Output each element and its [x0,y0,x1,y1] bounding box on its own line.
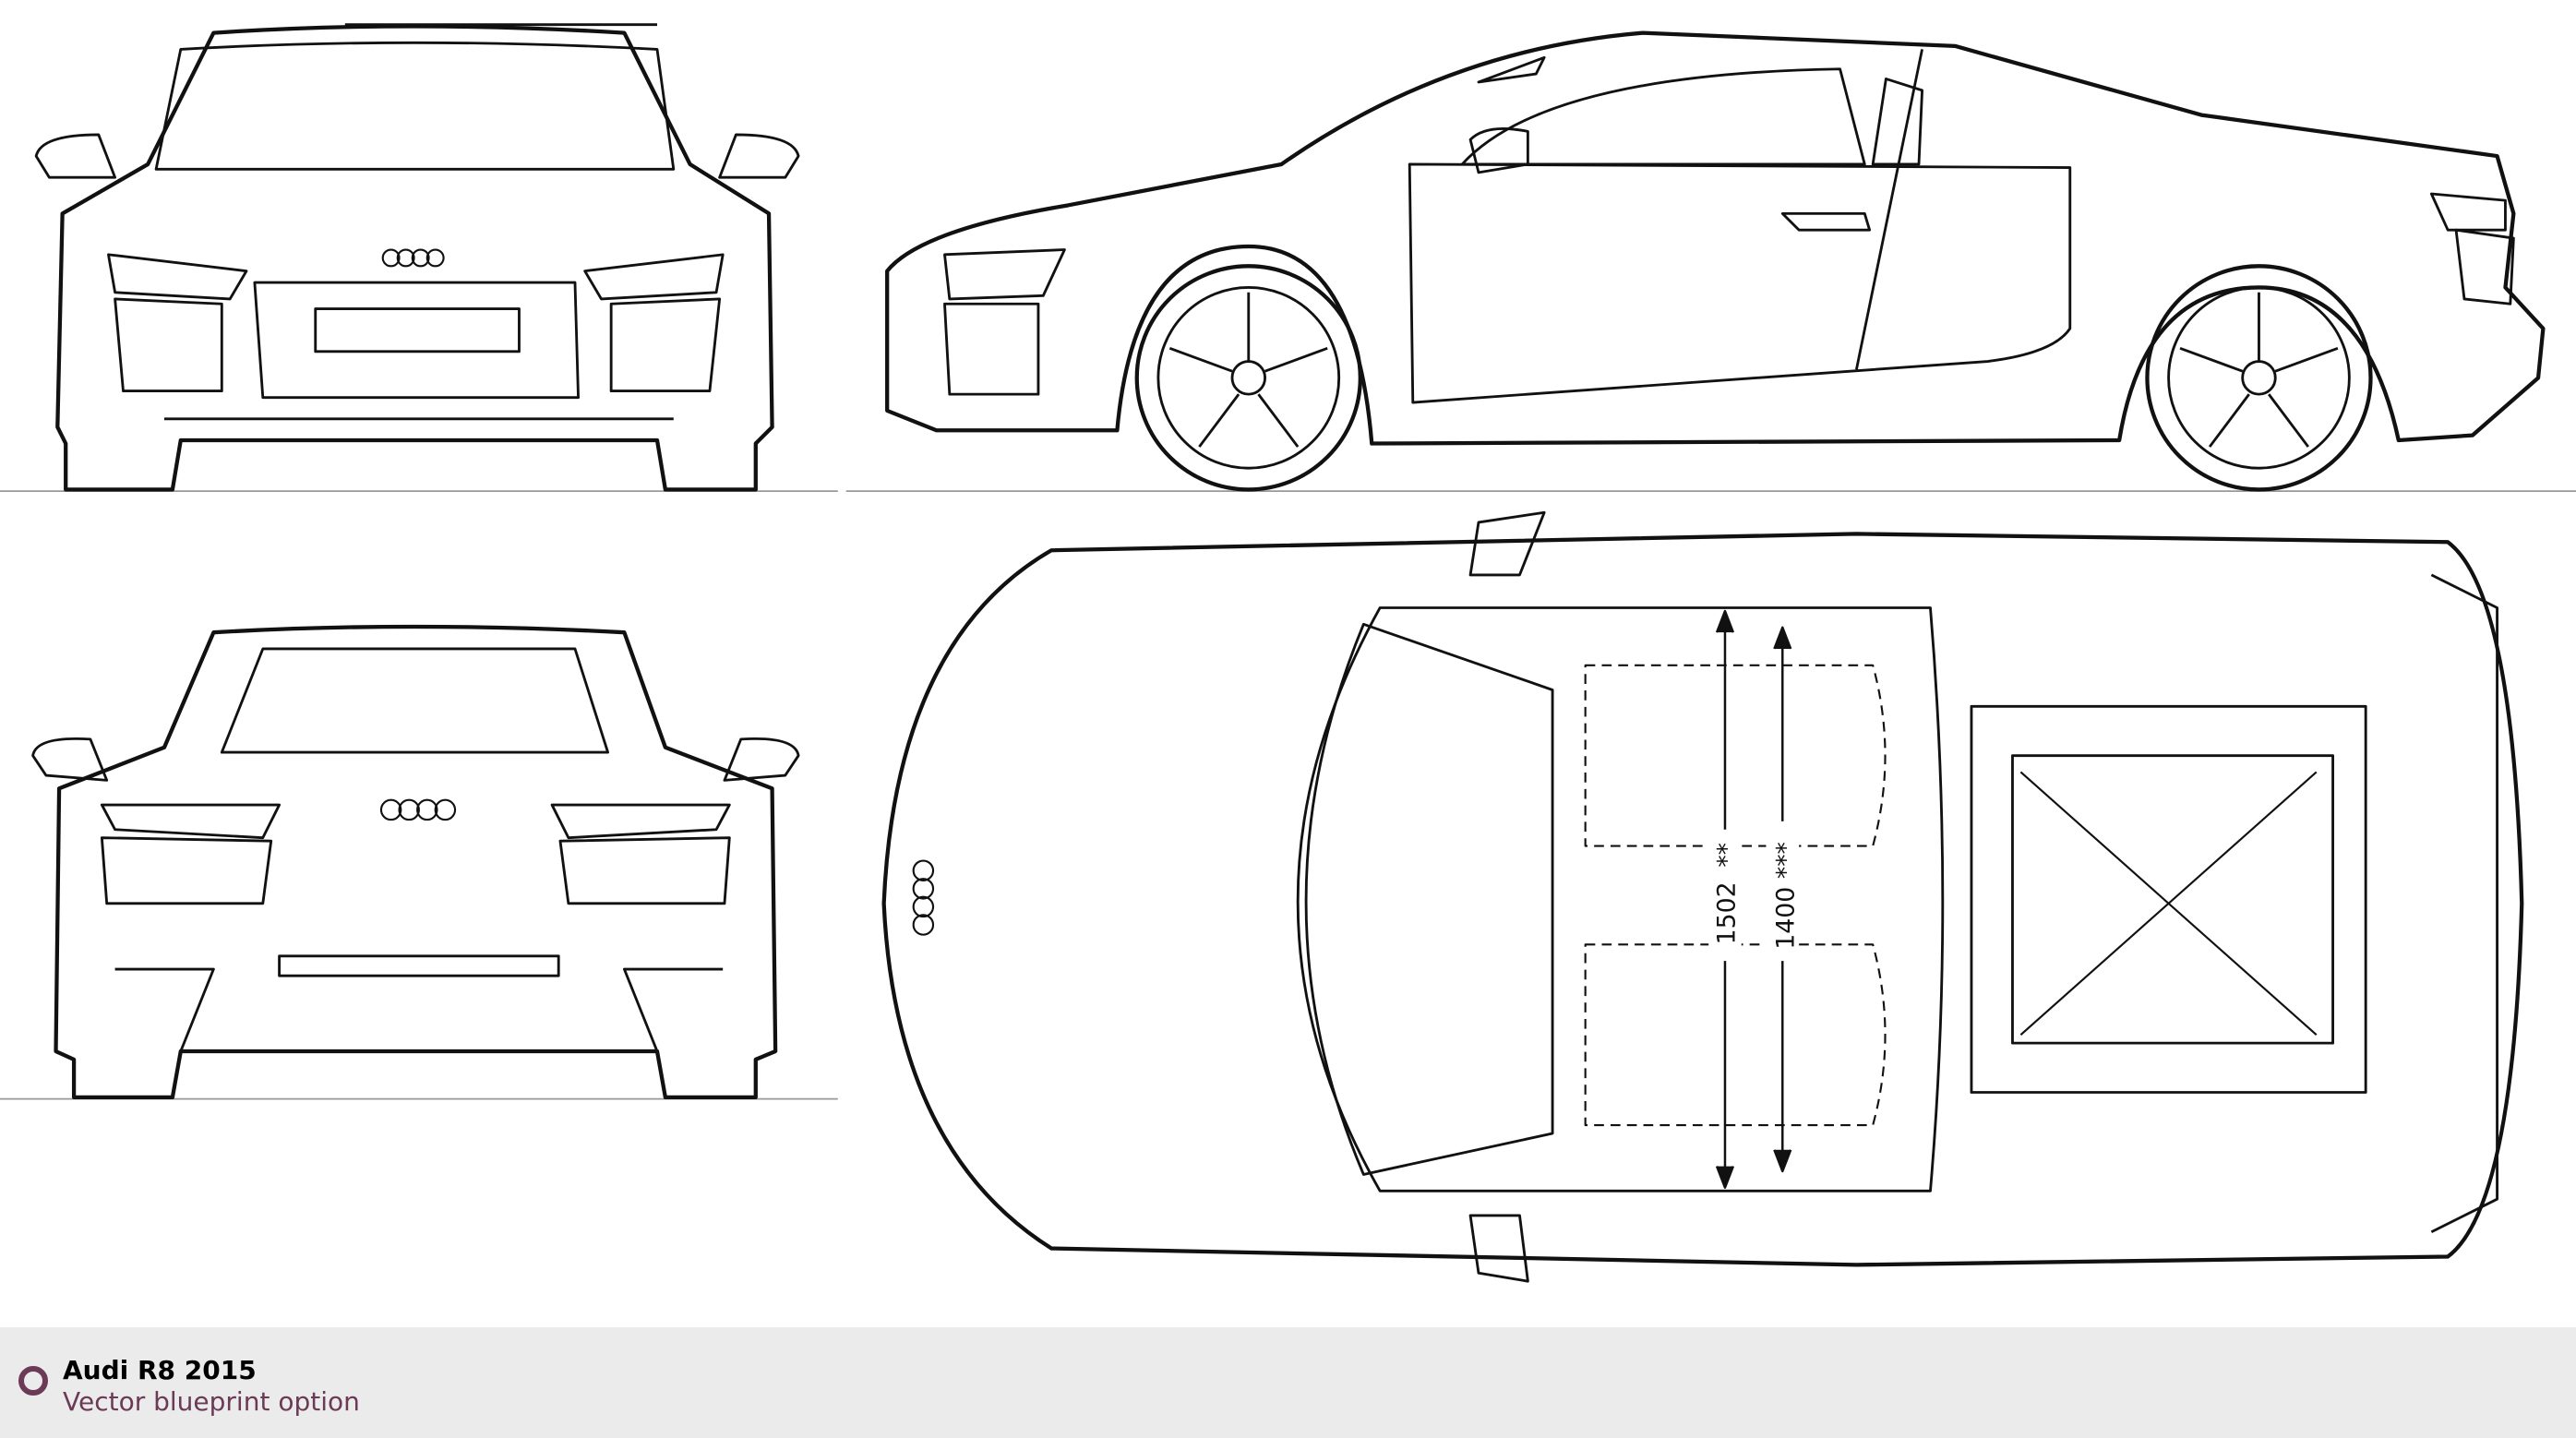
dimension-label-1400: 1400 [1772,887,1801,950]
seats-dashed [1584,664,1887,1127]
dimension-label-1502: 1502 [1713,881,1742,944]
rear-view [31,624,800,1099]
caption-title: Audi R8 2015 [63,1355,257,1385]
audi-rings-top [912,859,935,936]
dimension-mark-1400: *** [1772,842,1801,879]
caption-subtitle: Vector blueprint option [63,1386,360,1417]
front-view [34,23,800,492]
ground-lines [0,490,2576,1100]
ring-icon [18,1366,48,1396]
caption-bar: Audi R8 2015 Vector blueprint option [0,1327,2576,1438]
dimension-mark-1502: ** [1713,843,1742,868]
audi-rings-front [381,248,445,268]
audi-rings-rear [379,798,457,821]
side-view [885,30,2546,492]
top-view: 1502 ** 1400 *** [881,510,2524,1283]
front-wheel [1134,264,1362,492]
rear-wheel [2145,264,2373,492]
blueprint-drawing: 1502 ** 1400 *** [0,23,2576,1283]
